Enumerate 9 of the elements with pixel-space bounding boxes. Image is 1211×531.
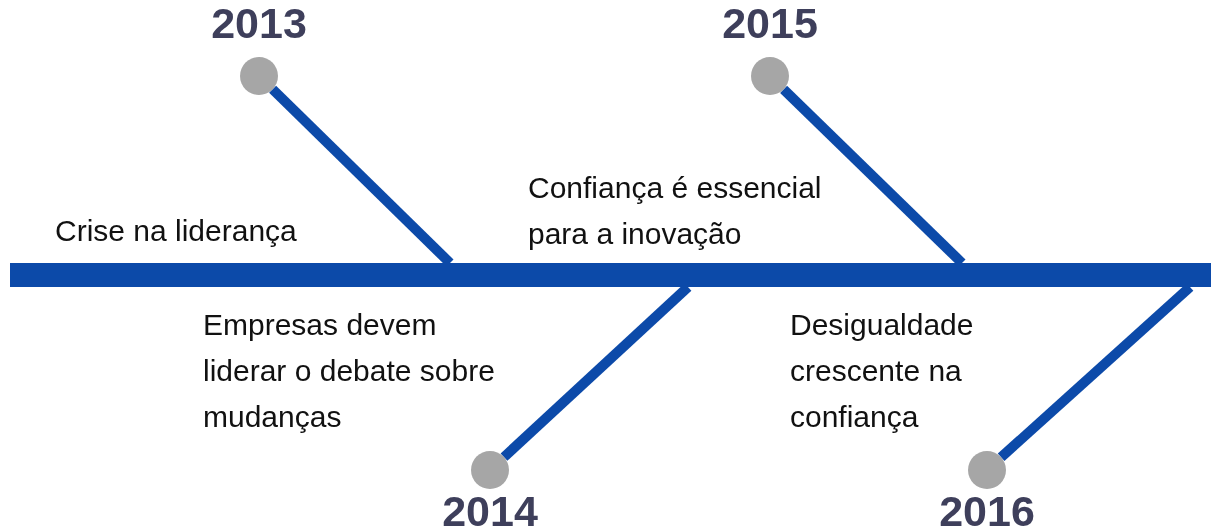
event-text: Crise na liderança (55, 213, 298, 249)
year-label: 2016 (938, 491, 1036, 531)
timeline-bar (10, 263, 1211, 287)
year-label: 2015 (721, 3, 819, 43)
event-text: Desigualdade crescente na confiança (790, 307, 975, 435)
event-text: Confiança é essencial para a inovação (528, 170, 823, 252)
event-text: Empresas devem liderar o debate sobre mudanças (203, 307, 496, 435)
year-label: 2014 (441, 491, 539, 531)
year-label: 2013 (210, 3, 308, 43)
